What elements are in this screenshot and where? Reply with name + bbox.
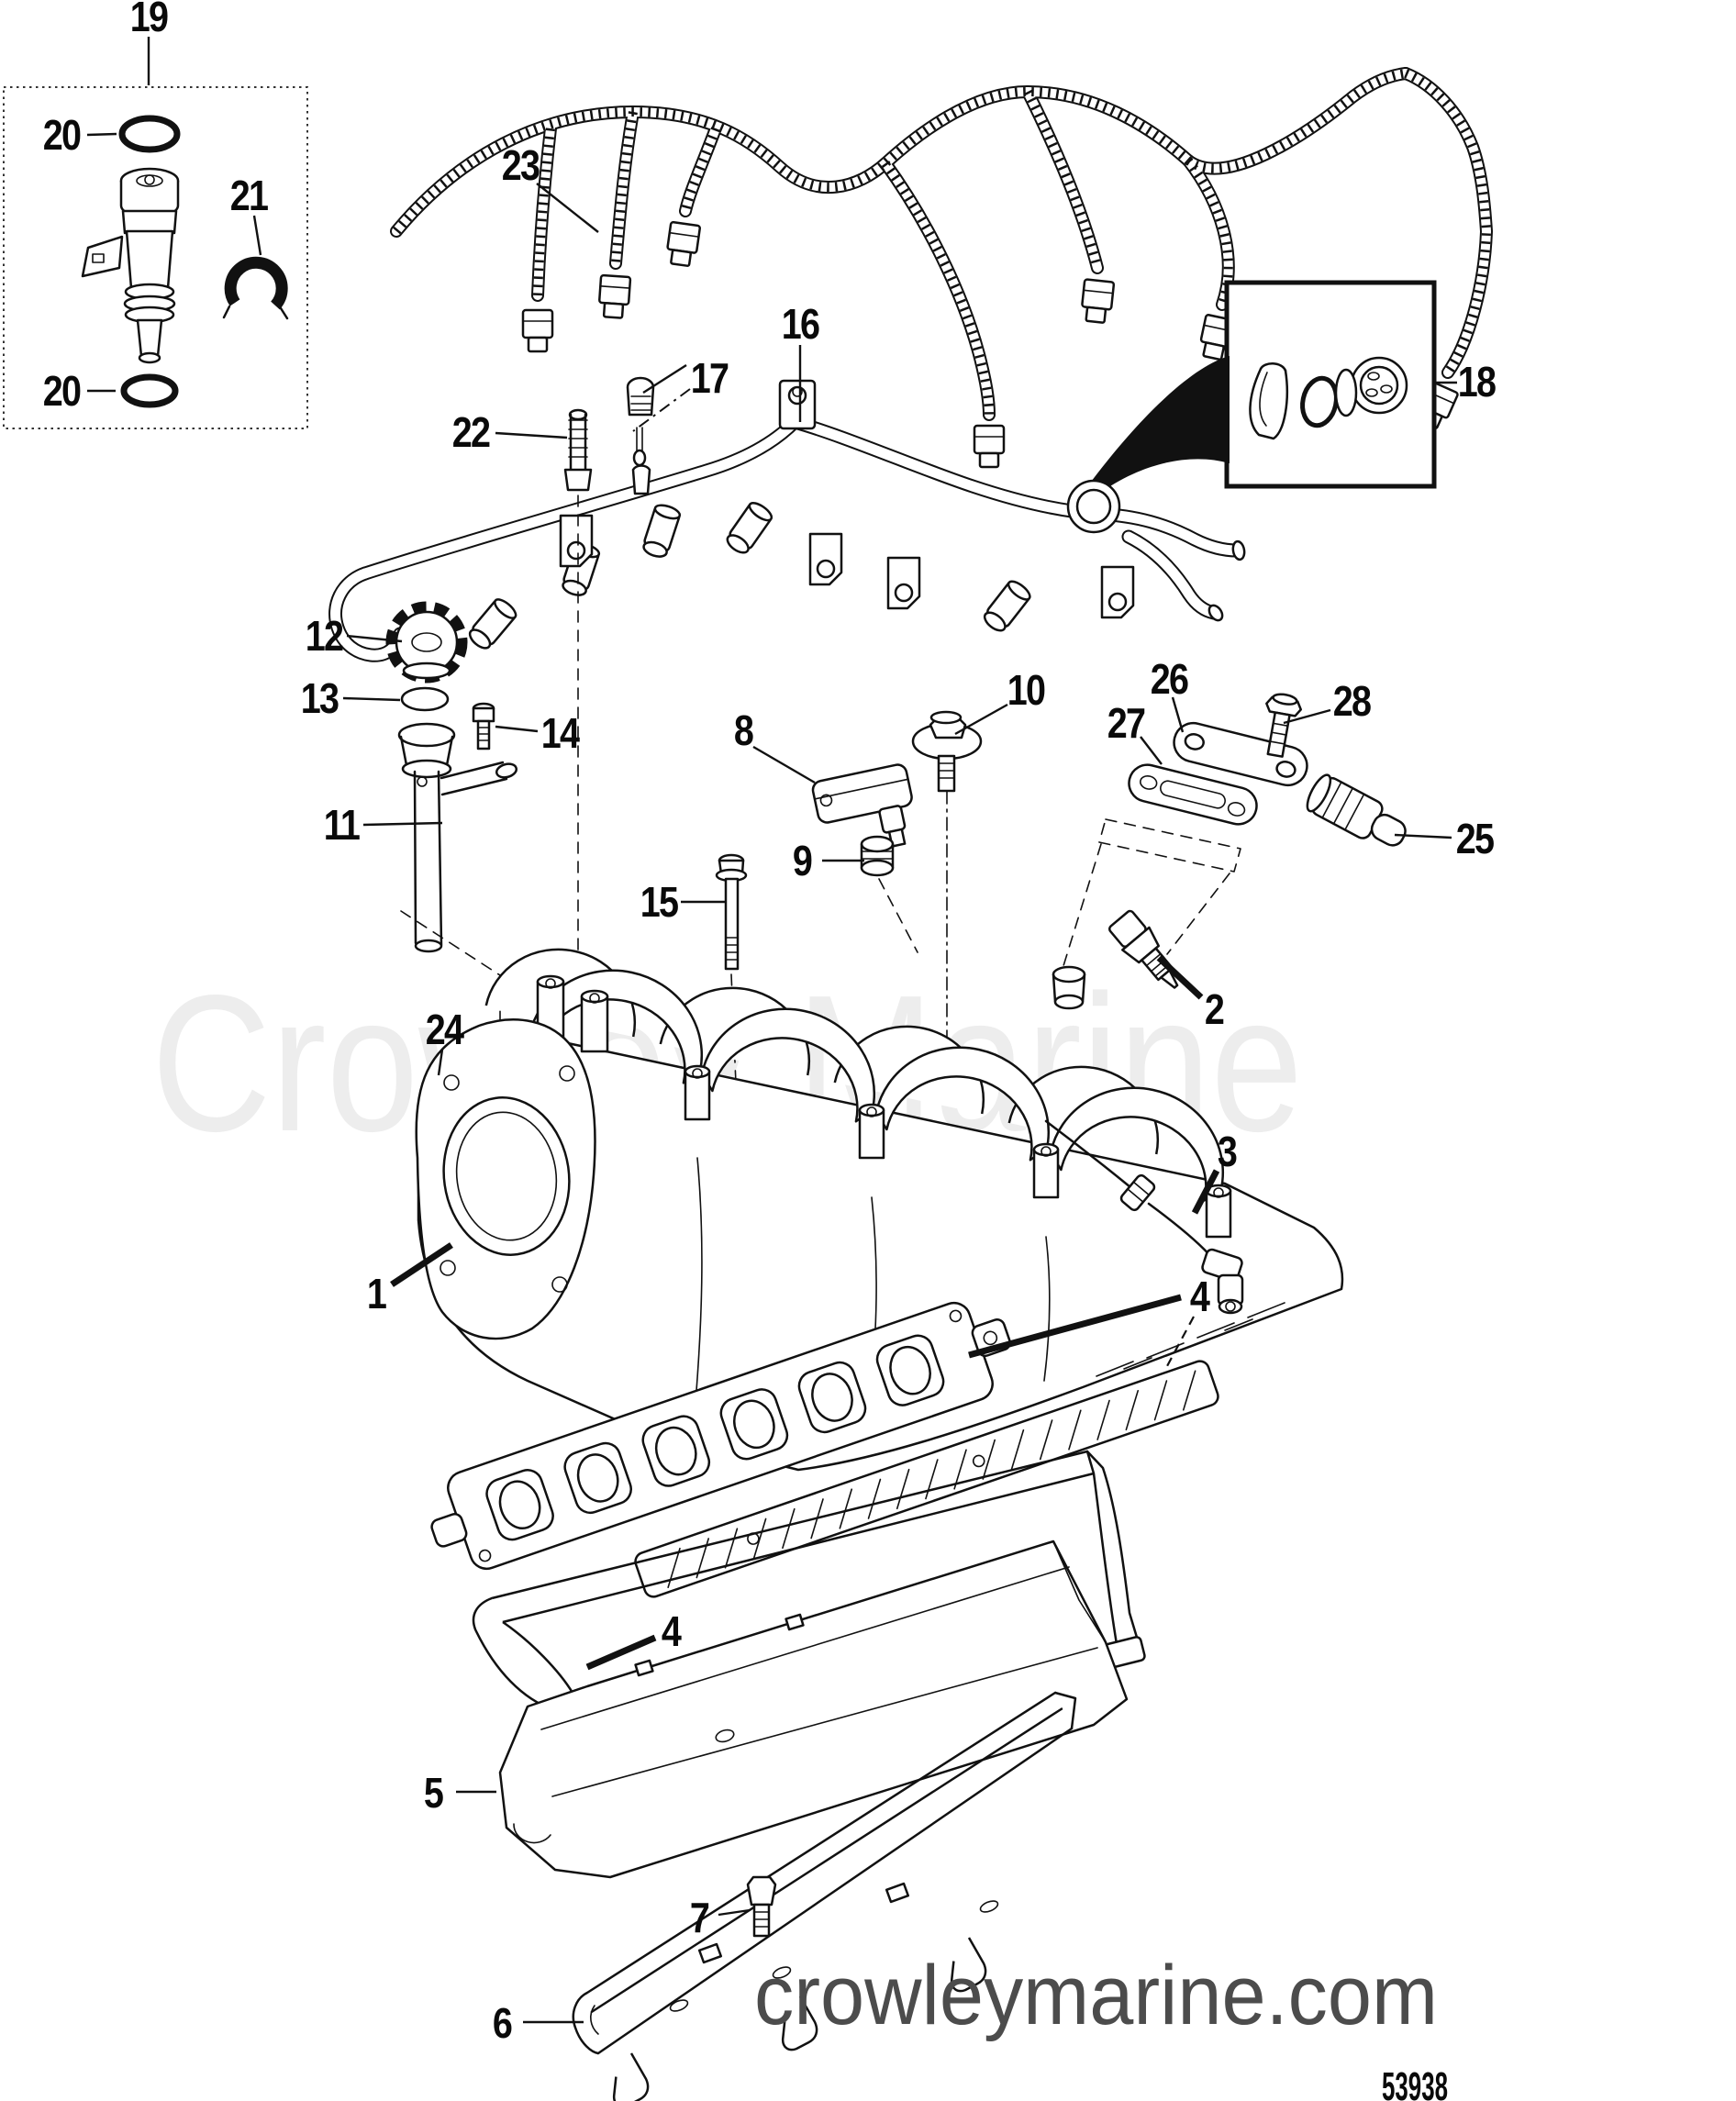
- callout-13-10: 13: [300, 674, 339, 722]
- callout-8-13: 8: [733, 706, 754, 754]
- callout-14-11: 14: [540, 709, 580, 757]
- leader-line-28: [1283, 708, 1331, 725]
- block-off-gasket: [1128, 763, 1258, 826]
- callout-2-21: 2: [1204, 985, 1225, 1033]
- callout-17-5: 17: [690, 354, 729, 402]
- manifold-bolt-long: [715, 853, 748, 971]
- drain-plug: [1306, 773, 1407, 847]
- intake-manifold: [415, 948, 1344, 1472]
- o-ring-upper: [118, 115, 181, 153]
- callout-15-16: 15: [640, 878, 679, 926]
- callout-18-8: 18: [1457, 358, 1497, 406]
- leader-line-4: [1166, 1316, 1195, 1367]
- oil-fill-tube: [397, 722, 518, 953]
- rear-intake-gasket: [634, 1360, 1219, 1598]
- rail-top-bracket: [778, 379, 817, 430]
- callout-28-19: 28: [1332, 677, 1372, 725]
- leader-line-7: [718, 1908, 751, 1917]
- callout-20-1: 20: [42, 111, 82, 159]
- fuel-rail: [328, 379, 1246, 662]
- leader-line-22: [495, 431, 568, 439]
- manifold-bolt-washer: [911, 710, 983, 793]
- leader-line-17: [642, 363, 687, 395]
- leader-line-27: [1140, 736, 1163, 765]
- sensor-boss: [1052, 965, 1086, 1010]
- leader-line-14: [495, 725, 539, 733]
- callout-6-29: 6: [492, 1999, 513, 2047]
- leader-line-1: [390, 1242, 453, 1287]
- callout-1-23: 1: [366, 1270, 387, 1317]
- callout-3-24: 3: [1217, 1128, 1238, 1175]
- callout-23-4: 23: [501, 141, 540, 189]
- cable-connector: [1201, 1248, 1244, 1315]
- manifold-baffle: [498, 1540, 1129, 1879]
- callout-21-2: 21: [229, 172, 269, 219]
- leader-line-2: [1156, 955, 1204, 1000]
- callout-24-22: 24: [425, 1006, 464, 1053]
- valve-cap-and-core: [626, 376, 655, 495]
- callout-25-20: 25: [1455, 815, 1495, 862]
- map-sensor: [811, 763, 913, 848]
- leader-line-3: [1191, 1169, 1220, 1215]
- injector-wiring-harness: [390, 67, 1494, 469]
- leader-line-25: [1394, 833, 1452, 839]
- temperature-sensor: [1107, 909, 1179, 989]
- leader-line-20: [86, 132, 117, 137]
- sensor-grommet: [860, 835, 895, 877]
- fuel-injector: [81, 167, 180, 364]
- leader-line-4: [968, 1294, 1182, 1359]
- sensor-cable: [1044, 1119, 1244, 1315]
- leader-line-23: [536, 183, 599, 233]
- callout-9-15: 9: [792, 837, 813, 884]
- callout-16-6: 16: [781, 300, 820, 348]
- injector-kit-box: [3, 86, 308, 429]
- o-ring-lower: [120, 373, 179, 408]
- leader-line-11: [362, 821, 443, 827]
- leader-line-12: [346, 634, 403, 643]
- callout-26-17: 26: [1150, 655, 1189, 703]
- block-off-plate: [1173, 721, 1308, 787]
- oil-fill-bolt: [472, 702, 495, 750]
- callout-7-28: 7: [689, 1894, 710, 1941]
- manifold-support-rail: [572, 1691, 1077, 2101]
- pressure-regulator-kit: [1249, 356, 1408, 440]
- leader-line-4: [585, 1634, 657, 1671]
- callout-27-18: 27: [1107, 699, 1146, 747]
- callout-4-26: 4: [661, 1607, 682, 1655]
- callout-19-0: 19: [129, 0, 169, 40]
- callout-10-14: 10: [1007, 666, 1046, 714]
- leader-line-21: [252, 215, 262, 256]
- document-number: 53938: [1382, 2064, 1448, 2101]
- website-text: crowleymarine.com: [754, 1949, 1438, 2042]
- leader-line-13: [342, 696, 401, 702]
- leader-line-8: [752, 745, 816, 784]
- schrader-valve: [563, 408, 593, 492]
- leader-line-10: [954, 703, 1008, 736]
- oil-fill-cap: [385, 601, 468, 684]
- oil-fill-o-ring: [400, 686, 450, 712]
- gasket-frame: [472, 1450, 1146, 1713]
- leader-line-17: [632, 388, 691, 432]
- callout-12-9: 12: [305, 612, 344, 660]
- callout-20-3: 20: [42, 367, 82, 415]
- leader-line-24: [437, 1049, 444, 1076]
- callout-5-27: 5: [423, 1769, 444, 1817]
- callout-22-7: 22: [451, 408, 491, 456]
- injector-retaining-clip: [222, 256, 289, 320]
- callout-11-12: 11: [323, 801, 361, 849]
- support-bolt: [746, 1875, 777, 1938]
- regulator-port: [1066, 479, 1121, 534]
- callout-leader-lines: [86, 37, 1457, 2024]
- callout-4-25: 4: [1189, 1273, 1210, 1320]
- leader-line-26: [1171, 696, 1185, 733]
- intake-gasket: [430, 1301, 1011, 1571]
- pointer-swoosh: [1081, 356, 1230, 504]
